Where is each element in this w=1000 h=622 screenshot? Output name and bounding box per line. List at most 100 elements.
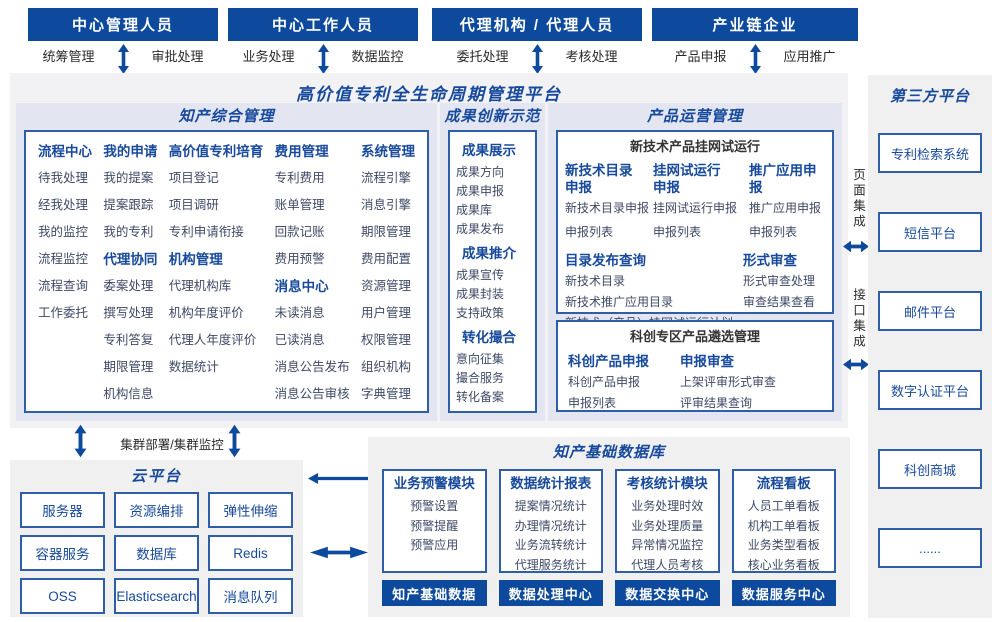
module-item-list: 未读消息已读消息消息公告发布消息公告审核 <box>275 300 350 408</box>
cluster-bridge-label: 集群部署/集群监控 <box>120 438 224 452</box>
module-item: 期限管理 <box>103 360 154 374</box>
module-item: 撰写处理 <box>103 306 154 320</box>
db-module-item: 预警设置 <box>410 499 459 513</box>
ipm-column: 我的申请 我的提案提案跟踪我的专利 代理协同 委案处理撰写处理专利答复期限管理机… <box>103 138 157 405</box>
module-item-list: 我的提案提案跟踪我的专利 <box>103 165 157 246</box>
double-arrow-vertical-icon <box>117 44 129 74</box>
module-item: 提案跟踪 <box>103 198 154 212</box>
ops-header: 科创产品申报 <box>568 354 649 369</box>
db-module-item: 人员工单看板 <box>747 499 820 513</box>
ops-item: 评审结果查询 <box>680 396 753 410</box>
database-panel: 知产基础数据库 业务预警模块 预警设置预警提醒预警应用 知产基础数据 数据统计报… <box>368 437 850 617</box>
platform-title: 高价值专利全生命周期管理平台 <box>296 85 562 104</box>
ops-item: 申报列表 <box>565 225 614 239</box>
module-item: 费用配置 <box>360 252 411 266</box>
module-item: 账单管理 <box>274 198 325 212</box>
module-item-list: 项目登记项目调研专利申请衔接 <box>169 165 264 246</box>
db-module-item: 提案情况统计 <box>514 499 587 513</box>
db-module-item-list: 预警设置预警提醒预警应用 <box>384 497 485 556</box>
ops-header: 挂网试运行 申报 <box>653 163 721 195</box>
database-title: 知产基础数据库 <box>552 444 665 461</box>
module-item: 机构年度评价 <box>168 306 244 320</box>
third-party-list: 专利检索系统短信平台邮件平台数字认证平台科创商城...... <box>878 133 982 568</box>
selection-box: 科创专区产品遴选管理 科创产品申报 科创产品申报申报列表 申报审查 上架评审形式… <box>556 320 834 412</box>
module-item: 流程引擎 <box>360 171 411 185</box>
module-item: 流程查询 <box>38 279 89 293</box>
ipm-column: 流程中心 待我处理经我处理我的监控流程监控流程查询工作委托 <box>38 138 92 405</box>
module-item: 字典管理 <box>360 387 411 401</box>
ops-column: 挂网试运行 申报 挂网试运行申报申报列表 <box>653 159 749 244</box>
ops-column: 形式审查 形式审查处理审查结果查看 <box>743 248 825 334</box>
role-function-label: 统筹管理 <box>42 49 95 64</box>
module-group-header: 流程中心 <box>38 144 92 159</box>
module-item: 专利申请衔接 <box>168 225 244 239</box>
third-party-box: 专利检索系统 <box>878 133 982 173</box>
ops-header: 形式审查 <box>743 253 798 268</box>
module-group-header: 我的申请 <box>103 144 158 159</box>
section-product-ops: 产品运营管理 新技术产品挂网试运行 新技术目录 申报 新技术目录申报申报列表 挂… <box>548 103 842 421</box>
module-item: 委案处理 <box>103 279 154 293</box>
db-module-header: 流程看板 <box>756 476 811 491</box>
module-item-list: 代理机构库机构年度评价代理人年度评价数据统计 <box>169 273 264 381</box>
module-item: 已读消息 <box>274 333 325 347</box>
third-party-box: 短信平台 <box>878 212 982 252</box>
role-title: 代理机构 / 代理人员 <box>432 8 642 41</box>
ops-item: 挂网试运行申报 <box>653 201 738 215</box>
role-function-label: 审批处理 <box>151 49 204 64</box>
ops-item-list: 推广应用申报申报列表 <box>749 196 825 244</box>
ip-management-box: 流程中心 待我处理经我处理我的监控流程监控流程查询工作委托 我的申请 我的提案提… <box>24 130 429 413</box>
double-arrow-vertical-icon <box>531 44 543 74</box>
double-arrow-vertical-icon <box>74 424 87 458</box>
ops-item: 科创产品申报 <box>568 375 641 389</box>
db-module-item: 业务处理质量 <box>631 518 704 533</box>
platform-panel: 高价值专利全生命周期管理平台 知产综合管理 流程中心 待我处理经我处理我的监控流… <box>10 73 848 428</box>
ops-header: 推广应用申报 <box>749 163 817 195</box>
third-party-box: ...... <box>878 528 982 568</box>
module-item: 撮合服务 <box>456 371 505 385</box>
box-title: 科创专区产品遴选管理 <box>629 329 760 344</box>
role-title: 中心工作人员 <box>228 8 418 41</box>
module-item: 意向征集 <box>456 352 505 366</box>
module-group-header: 机构管理 <box>168 252 223 267</box>
ops-item: 申报列表 <box>749 225 798 239</box>
role-function-label: 产品申报 <box>674 49 727 64</box>
module-item: 回款记账 <box>274 225 325 239</box>
module-item: 组织机构 <box>360 360 411 374</box>
double-arrow-horizontal-icon <box>843 358 869 371</box>
module-item: 机构信息 <box>103 387 154 401</box>
ops-item-list: 形式审查处理审查结果查看 <box>743 271 825 313</box>
module-item: 资源管理 <box>360 279 411 293</box>
ops-header: 申报审查 <box>680 354 734 369</box>
role-function-label: 应用推广 <box>783 49 836 64</box>
section-title: 知产综合管理 <box>178 108 275 125</box>
db-module-item: 预警提醒 <box>410 518 459 533</box>
role-title: 产业链企业 <box>652 8 858 41</box>
role-block: 代理机构 / 代理人员 委托处理 考核处理 <box>432 8 642 76</box>
module-item: 成果申报 <box>456 184 505 198</box>
module-item: 消息公告发布 <box>274 360 350 374</box>
cloud-service-box: 资源编排 <box>114 492 199 528</box>
module-item: 数据统计 <box>168 360 219 374</box>
cloud-service-box: Redis <box>208 535 293 571</box>
module-item: 成果库 <box>456 203 493 217</box>
cloud-service-box: 弹性伸缩 <box>208 492 293 528</box>
module-item: 成果封装 <box>456 287 505 301</box>
ipm-column: 系统管理 流程引擎消息引擎期限管理费用配置资源管理用户管理权限管理组织机构字典管… <box>361 138 415 405</box>
role-block: 中心管理人员 统筹管理 审批处理 <box>28 8 218 76</box>
db-module-item: 核心业务看板 <box>747 557 820 572</box>
role-function-label: 数据监控 <box>351 49 404 64</box>
db-module: 数据统计报表 提案情况统计办理情况统计业务流转统计代理服务统计 数据处理中心 <box>498 469 603 606</box>
achievement-box: 成果展示 成果方向成果申报成果库成果发布 成果推介 成果宣传成果封装支持政策 转… <box>448 130 537 413</box>
module-group-header: 费用管理 <box>274 144 329 159</box>
section-title: 成果创新示范 <box>444 108 541 125</box>
db-module-header: 业务预警模块 <box>393 476 475 491</box>
ops-item: 形式审查处理 <box>743 274 816 288</box>
double-arrow-vertical-icon <box>228 424 241 458</box>
db-module-item: 业务处理时效 <box>631 499 704 513</box>
cloud-title: 云平台 <box>130 468 182 485</box>
db-module-item-list: 业务处理时效业务处理质量异常情况监控代理人员考核 <box>617 497 718 575</box>
module-item: 经我处理 <box>38 198 89 212</box>
arrow-left-icon <box>308 473 372 484</box>
